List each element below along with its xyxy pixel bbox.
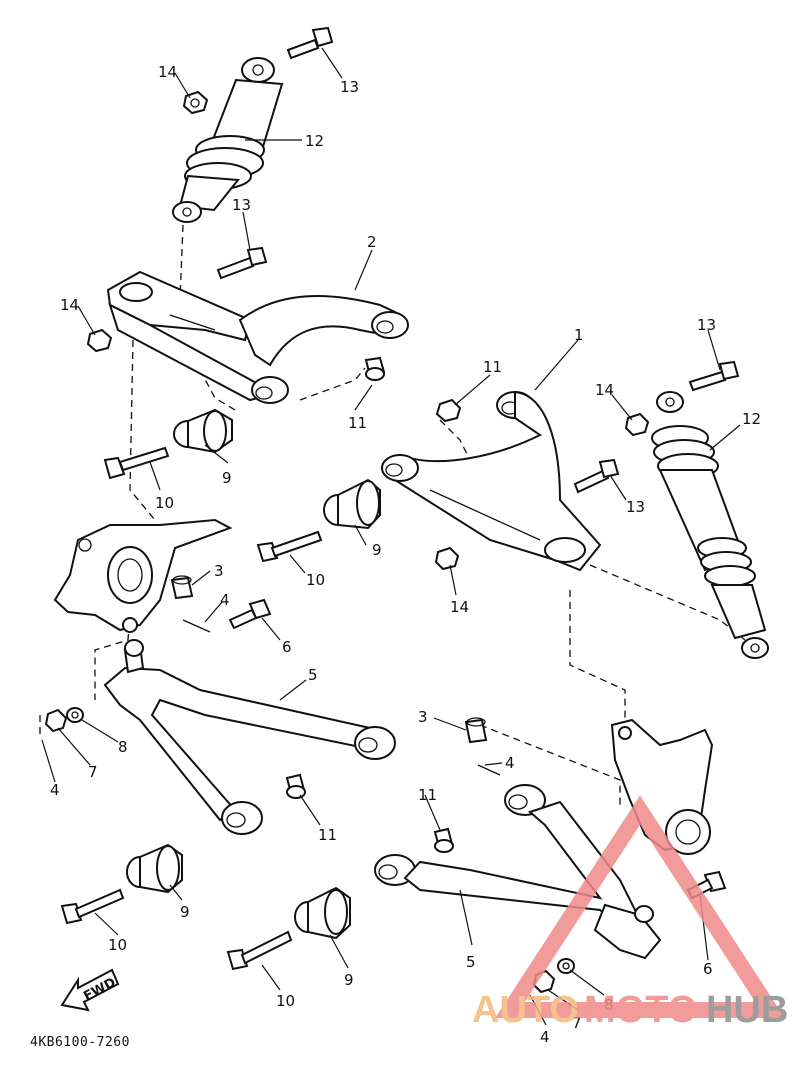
callout-11: 11 bbox=[348, 414, 367, 432]
callout-10: 10 bbox=[108, 936, 127, 954]
callout-11: 11 bbox=[418, 786, 437, 804]
collar-11-upper-arm bbox=[364, 356, 386, 381]
nut-3-right bbox=[464, 717, 488, 744]
callout-14: 14 bbox=[158, 63, 177, 81]
nut-7-left bbox=[44, 708, 68, 733]
pin-4-left bbox=[182, 619, 211, 633]
bolt-13-right bbox=[573, 458, 620, 494]
callout-3: 3 bbox=[214, 562, 224, 580]
callout-4: 4 bbox=[50, 781, 60, 799]
callout-6: 6 bbox=[703, 960, 713, 978]
upper-arm-left bbox=[106, 270, 409, 404]
callout-7: 7 bbox=[572, 1014, 582, 1032]
shock-absorber-top-left bbox=[172, 57, 284, 223]
callout-6: 6 bbox=[282, 638, 292, 656]
bolt-6-left bbox=[228, 598, 272, 630]
callout-14: 14 bbox=[450, 598, 469, 616]
callout-14: 14 bbox=[60, 296, 79, 314]
bushing-9-lower-right bbox=[294, 886, 351, 940]
callout-10: 10 bbox=[276, 992, 295, 1010]
washer-8-right bbox=[557, 958, 575, 974]
nut-11-right-upper bbox=[435, 398, 462, 423]
nut-3-left bbox=[170, 575, 194, 600]
collar-11-lower-left bbox=[285, 773, 306, 799]
callout-14: 14 bbox=[595, 381, 614, 399]
steering-knuckle-right bbox=[610, 718, 714, 855]
washer-8-left bbox=[66, 707, 84, 723]
shock-absorber-right bbox=[651, 391, 769, 659]
collar-11-lower-right bbox=[433, 827, 454, 853]
watermark-hub: HUB bbox=[706, 989, 788, 1031]
bolt-10-d bbox=[226, 930, 293, 971]
callout-9: 9 bbox=[372, 541, 382, 559]
bushing-9-left bbox=[173, 408, 233, 454]
bolt-10-a bbox=[103, 446, 170, 480]
leader-lines bbox=[41, 47, 741, 1026]
callout-8: 8 bbox=[118, 738, 128, 756]
watermark-auto: AUTO bbox=[472, 989, 579, 1031]
callout-1: 1 bbox=[574, 326, 584, 344]
lower-arm-left bbox=[103, 639, 396, 835]
callout-12: 12 bbox=[305, 132, 324, 150]
upper-arm-right bbox=[381, 390, 602, 572]
callout-2: 2 bbox=[367, 233, 377, 251]
callout-13: 13 bbox=[232, 196, 251, 214]
callout-12: 12 bbox=[742, 410, 761, 428]
callout-13: 13 bbox=[340, 78, 359, 96]
callout-4: 4 bbox=[540, 1028, 550, 1046]
nut-14-upper-arm bbox=[86, 328, 113, 353]
watermark-moto: MOTO bbox=[584, 989, 697, 1031]
pin-4-right bbox=[477, 764, 501, 776]
nut-14-right bbox=[434, 546, 460, 571]
callout-13: 13 bbox=[697, 316, 716, 334]
part-code-label: 4KB6100-7260 bbox=[30, 1035, 130, 1050]
callout-13: 13 bbox=[626, 498, 645, 516]
bolt-13-right-shock bbox=[688, 360, 740, 392]
callout-9: 9 bbox=[180, 903, 190, 921]
callout-3: 3 bbox=[418, 708, 428, 726]
callout-10: 10 bbox=[306, 571, 325, 589]
callout-5: 5 bbox=[308, 666, 318, 684]
callout-7: 7 bbox=[88, 763, 98, 781]
watermark-triangle bbox=[495, 795, 785, 1018]
callout-5: 5 bbox=[466, 953, 476, 971]
callout-9: 9 bbox=[222, 469, 232, 487]
bushing-9-lower-left bbox=[126, 843, 183, 894]
bolt-13-upper-arm bbox=[216, 246, 268, 280]
steering-knuckle-left bbox=[53, 518, 233, 633]
callout-4: 4 bbox=[220, 591, 230, 609]
bushing-9-center bbox=[323, 478, 381, 530]
lower-arm-right bbox=[374, 784, 662, 960]
bolt-top-13 bbox=[286, 26, 334, 60]
callout-10: 10 bbox=[155, 494, 174, 512]
forward-arrow: FWD bbox=[60, 968, 120, 1012]
callout-11: 11 bbox=[318, 826, 337, 844]
nut-top-14 bbox=[182, 90, 209, 115]
bolt-10-b bbox=[256, 530, 323, 563]
callouts: 14 13 12 13 2 14 11 9 10 9 10 3 4 6 5 8 … bbox=[50, 63, 761, 1046]
callout-11: 11 bbox=[483, 358, 502, 376]
callout-4: 4 bbox=[505, 754, 515, 772]
watermark-logo: AUTO MOTO HUB bbox=[472, 795, 788, 1031]
callout-9: 9 bbox=[344, 971, 354, 989]
bolt-10-c bbox=[60, 888, 125, 925]
